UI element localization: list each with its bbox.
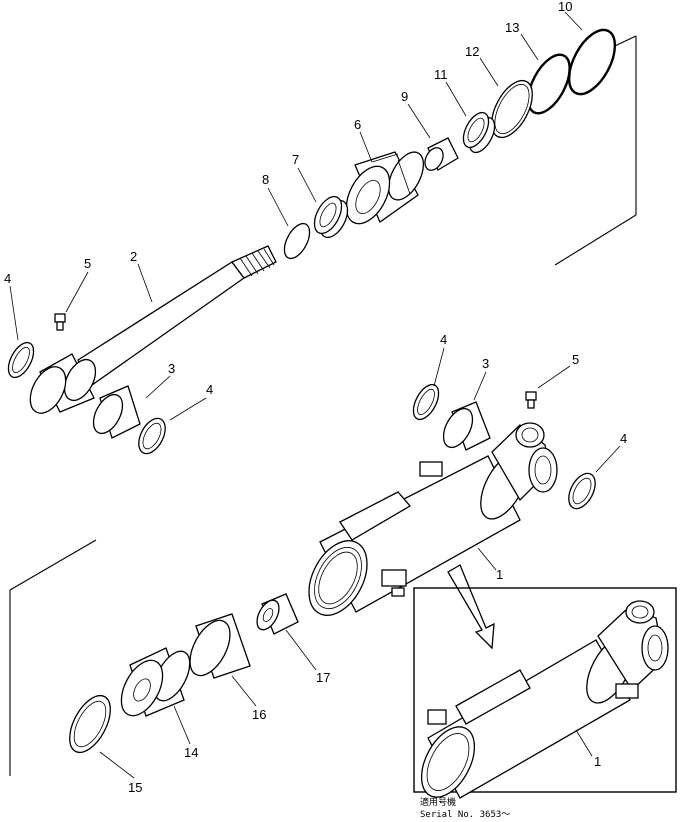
callout-2: 2 xyxy=(130,249,137,264)
callout-4-right-lower: 4 xyxy=(620,431,627,446)
part-9-sleeve xyxy=(424,137,459,171)
callout-1-main: 1 xyxy=(496,567,503,582)
part-16-wear-ring xyxy=(189,613,251,679)
callout-labels: 10 13 12 11 9 6 7 8 5 2 4 3 4 4 3 5 4 1 … xyxy=(4,0,627,795)
part-3-bushing-right xyxy=(442,401,491,451)
callout-5-upper: 5 xyxy=(84,256,91,271)
callout-1-inset: 1 xyxy=(594,754,601,769)
lower-frame-lines xyxy=(9,539,97,776)
callout-10: 10 xyxy=(558,0,572,14)
leader-lines xyxy=(9,11,621,779)
callout-15: 15 xyxy=(128,780,142,795)
applicable-units-label: 適用号機 xyxy=(420,796,456,808)
callout-5-right: 5 xyxy=(572,352,579,367)
arrow-to-inset xyxy=(447,564,495,650)
callout-9: 9 xyxy=(401,89,408,104)
part-13-ring xyxy=(527,53,571,115)
inset-serial-note: 適用号機 Serial No. 3653～ xyxy=(420,796,510,820)
part-6-cylinder-head xyxy=(345,151,425,225)
part-5-grease-fitting-right xyxy=(525,391,537,409)
callout-4-right-upper: 4 xyxy=(440,332,447,347)
serial-number-label: Serial No. 3653～ xyxy=(420,810,510,820)
part-15-piston-seal xyxy=(69,694,111,754)
part-11-bushing xyxy=(462,111,496,154)
part-3-bushing-left xyxy=(92,385,141,439)
part-4-dust-seal-right-upper xyxy=(412,383,440,421)
callout-12: 12 xyxy=(465,44,479,59)
callout-16: 16 xyxy=(252,707,266,722)
part-17-nut xyxy=(256,593,299,635)
part-4-dust-seal-upper-left xyxy=(7,341,35,379)
part-8-snap-ring xyxy=(283,222,311,260)
part-4-dust-seal-right-lower xyxy=(568,472,596,510)
part-4-dust-seal-lower-left xyxy=(138,417,166,455)
callout-6: 6 xyxy=(354,117,361,132)
callout-7: 7 xyxy=(292,152,299,167)
callout-8: 8 xyxy=(262,172,269,187)
callout-3-left: 3 xyxy=(168,361,175,376)
part-10-o-ring xyxy=(567,28,617,96)
part-1-cylinder-tube xyxy=(308,422,558,616)
part-12-backup-ring xyxy=(491,79,533,139)
callout-3-right: 3 xyxy=(482,356,489,371)
inset-box xyxy=(413,587,677,799)
callout-14: 14 xyxy=(184,745,198,760)
part-5-grease-fitting-upper xyxy=(54,313,66,331)
part-14-piston xyxy=(120,647,191,717)
part-2-piston-rod xyxy=(29,245,277,414)
callout-4-lower-left: 4 xyxy=(206,382,213,397)
callout-4-upper-left: 4 xyxy=(4,271,11,286)
callout-11: 11 xyxy=(434,67,448,82)
callout-13: 13 xyxy=(505,20,519,35)
part-7-bushing xyxy=(313,195,349,239)
callout-17: 17 xyxy=(316,670,330,685)
